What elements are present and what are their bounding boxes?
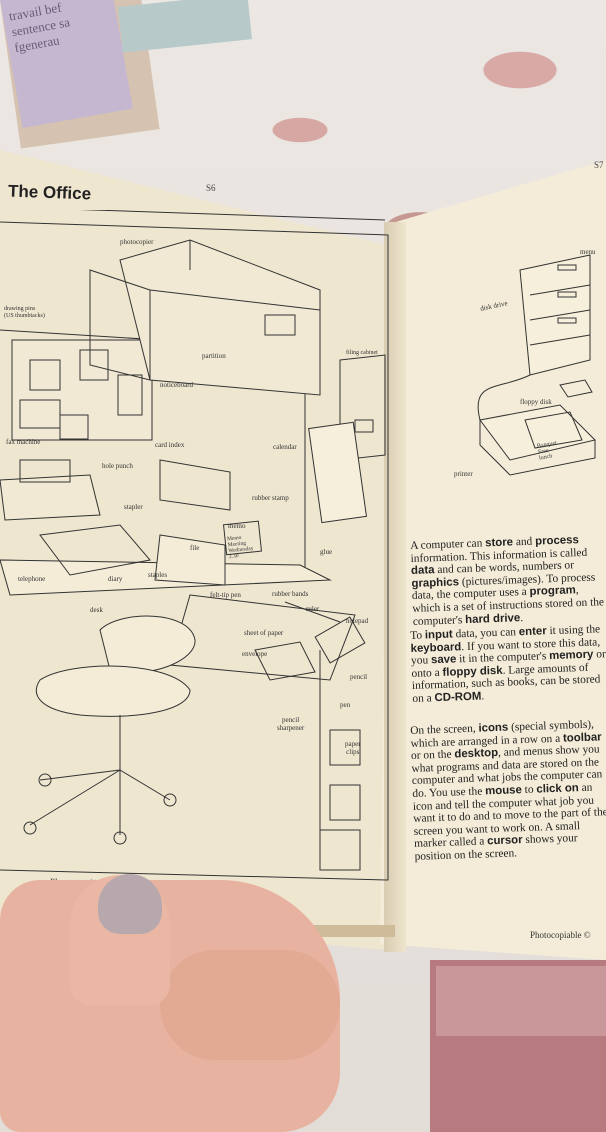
- label-pen: pen: [340, 701, 351, 709]
- label-floppy-disk: floppy disk: [520, 398, 552, 406]
- label-envelope: envelope: [242, 650, 268, 658]
- paragraph-screen-icons: On the screen, icons (special symbols), …: [410, 718, 606, 863]
- label-noticeboard: noticeboard: [160, 381, 194, 389]
- label-rubber-bands: rubber bands: [272, 590, 309, 598]
- thumbnail: [98, 874, 162, 934]
- footer-right: Photocopiable ©: [530, 930, 591, 940]
- label-filing-cabinet: filing cabinet: [346, 350, 378, 356]
- label-sheet-of-paper: sheet of paper: [244, 629, 284, 637]
- label-felt-tip-pen: felt-tip pen: [210, 591, 241, 599]
- label-printer: printer: [454, 470, 473, 478]
- page-number-right: S7: [594, 160, 604, 170]
- label-stapler: stapler: [124, 503, 143, 511]
- label-notepad: notepad: [346, 617, 369, 625]
- label-paper-clips: paper clips: [345, 740, 361, 756]
- label-memo: memo: [228, 522, 246, 530]
- label-pencil: pencil: [350, 673, 368, 681]
- label-menu: menu: [580, 248, 596, 256]
- label-glue: glue: [320, 548, 333, 556]
- label-rubber-stamp: rubber stamp: [252, 494, 289, 502]
- label-hole-punch: hole punch: [102, 462, 133, 470]
- memo-note-text: Memo Meeting Wednesday 2.30: [226, 534, 254, 561]
- printer-output-text: Banquet Free lunch: [536, 440, 558, 462]
- book-gutter: [384, 222, 406, 952]
- office-illustration: [0, 210, 389, 881]
- label-photocopier: photocopier: [120, 238, 154, 246]
- label-calendar: calendar: [273, 443, 297, 451]
- label-card-index: card index: [155, 441, 185, 449]
- label-drawing-pins: drawing pins (US thumbtacks): [4, 306, 45, 319]
- page-number-left: S6: [206, 183, 216, 193]
- label-fax-machine: fax machine: [6, 438, 41, 446]
- paragraph-input-data: To input data, you can enter it using th…: [410, 623, 606, 705]
- computer-illustration: [477, 254, 596, 476]
- paragraph-computer-store: A computer can store and process informa…: [410, 534, 605, 628]
- label-telephone: telephone: [18, 575, 46, 583]
- label-file: file: [190, 544, 200, 552]
- label-partition: partition: [202, 352, 226, 360]
- label-pencil-sharpener: pencil sharpener: [277, 716, 305, 732]
- label-diary: diary: [108, 575, 123, 583]
- background-book-cover: travail bef sentence sa fgenerau: [0, 0, 133, 129]
- hand-knuckle: [160, 950, 340, 1060]
- pink-book-inner: [436, 966, 606, 1036]
- page-title: The Office: [7, 181, 92, 204]
- label-staples: staples: [148, 571, 168, 579]
- label-ruler: ruler: [306, 605, 320, 613]
- label-desk: desk: [90, 606, 103, 614]
